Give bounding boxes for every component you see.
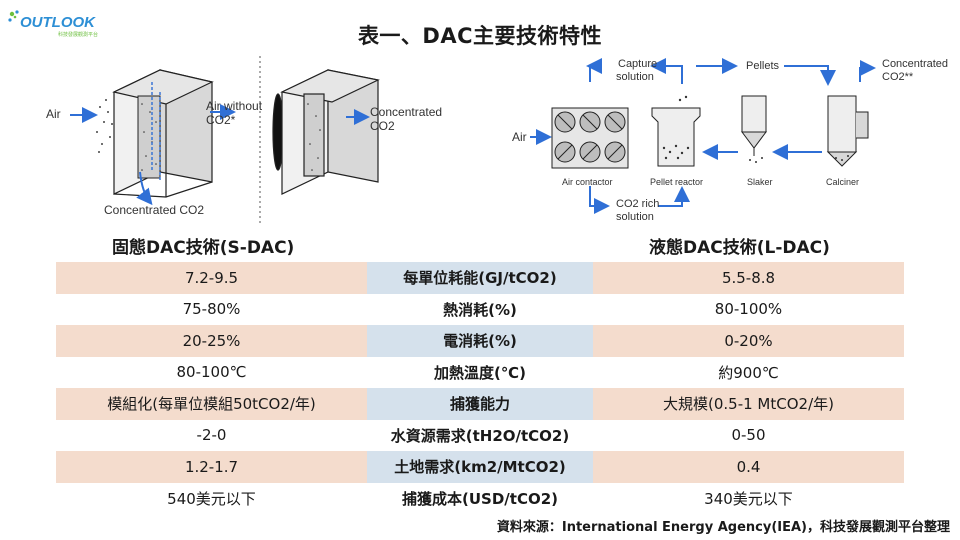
table-row: 75-80% 熱消耗(%) 80-100% (56, 294, 904, 326)
table-row: 1.2-1.7 土地需求(km2/MtCO2) 0.4 (56, 451, 904, 483)
rich-solution-label: solution (616, 211, 654, 223)
liquid-value: 340美元以下 (704, 489, 793, 508)
liquid-value: 0.4 (593, 451, 904, 483)
co2-2star-label: CO2** (882, 71, 914, 83)
metric-label: 加熱溫度(℃) (434, 363, 526, 382)
table-row: -2-0 水資源需求(tH2O/tCO2) 0-50 (56, 420, 904, 452)
solid-value: 7.2-9.5 (56, 262, 367, 294)
co2-out-arrow-icon (136, 171, 153, 206)
metric-label: 捕獲成本(USD/tCO2) (402, 489, 558, 508)
concentrated-co2-label: Concentrated CO2 (104, 203, 205, 217)
concentrated-label: Concentrated (882, 58, 949, 70)
table-row: 7.2-9.5 每單位耗能(GJ/tCO2) 5.5-8.8 (56, 262, 904, 294)
comparison-table: 7.2-9.5 每單位耗能(GJ/tCO2) 5.5-8.8 75-80% 熱消… (56, 262, 904, 514)
solid-value: 20-25% (56, 325, 367, 357)
liquid-value: 5.5-8.8 (593, 262, 904, 294)
co2-rich-label: CO2 rich (616, 198, 660, 210)
particle-dots-icon (96, 99, 113, 153)
logo-subtext: 科技發展觀測平台 (58, 31, 98, 38)
contactor-box-icon (112, 69, 214, 198)
solid-value: -2-0 (196, 426, 227, 445)
table-row: 540美元以下 捕獲成本(USD/tCO2) 340美元以下 (56, 483, 904, 515)
logo-text: OUTLOOK (20, 14, 96, 31)
outlook-logo: OUTLOOK 科技發展觀測平台 (6, 8, 106, 38)
capture-label: Capture (618, 58, 658, 70)
air-contactor-label: Air contactor (562, 177, 613, 187)
concentrated-label: Concentrated (370, 105, 443, 119)
slaker-label: Slaker (747, 177, 773, 187)
air-label: Air (512, 130, 527, 144)
metric-label: 水資源需求(tH2O/tCO2) (390, 426, 570, 445)
calciner-icon (826, 95, 869, 167)
air-without-label: Air without (206, 99, 263, 113)
air-contactor-icon (551, 107, 629, 169)
slaker-icon (741, 95, 767, 163)
solid-dac-header: 固態DAC技術(S-DAC) (112, 238, 295, 258)
table-row: 20-25% 電消耗(%) 0-20% (56, 325, 904, 357)
regeneration-unit-icon (272, 69, 380, 195)
co2-rich-arrow-icon (589, 186, 610, 214)
capture-solution-label: solution (616, 71, 654, 83)
liquid-value: 約900℃ (718, 363, 779, 382)
table-row: 80-100℃ 加熱溫度(℃) 約900℃ (56, 357, 904, 389)
metric-label: 捕獲能力 (367, 388, 593, 420)
co2-star-label: CO2* (206, 113, 236, 127)
metric-label: 每單位耗能(GJ/tCO2) (367, 262, 593, 294)
air-label: Air (46, 107, 61, 121)
liquid-value: 80-100% (714, 300, 783, 319)
liquid-value: 0-50 (731, 426, 766, 445)
solid-value: 80-100℃ (176, 363, 247, 382)
solid-value: 1.2-1.7 (56, 451, 367, 483)
metric-label: 電消耗(%) (367, 325, 593, 357)
liquid-value: 0-20% (593, 325, 904, 357)
pellet-reactor-icon (651, 95, 701, 167)
pellet-reactor-label: Pellet reactor (650, 177, 704, 187)
solid-dac-diagram: Air Air without CO2* Concentrated CO2 Co… (42, 52, 462, 230)
pellets-label: Pellets (746, 60, 780, 72)
co2-label: CO2 (370, 119, 395, 133)
solid-value: 模組化(每單位模組50tCO2/年) (56, 388, 367, 420)
metric-label: 土地需求(km2/MtCO2) (367, 451, 593, 483)
table-row: 模組化(每單位模組50tCO2/年) 捕獲能力 大規模(0.5-1 MtCO2/… (56, 388, 904, 420)
liquid-value: 大規模(0.5-1 MtCO2/年) (593, 388, 904, 420)
source-note: 資料來源：International Energy Agency(IEA)，科技… (496, 520, 950, 535)
solid-value: 75-80% (182, 300, 241, 319)
calciner-label: Calciner (826, 177, 860, 187)
liquid-dac-diagram: Capture solution Pellets Concentrated CO… (506, 52, 952, 230)
liquid-dac-header: 液態DAC技術(L-DAC) (649, 238, 830, 258)
solid-value: 540美元以下 (167, 489, 256, 508)
metric-label: 熱消耗(%) (443, 300, 517, 319)
page-title: 表一、DAC主要技術特性 (357, 24, 603, 48)
sorbent-filter-icon (137, 82, 161, 180)
